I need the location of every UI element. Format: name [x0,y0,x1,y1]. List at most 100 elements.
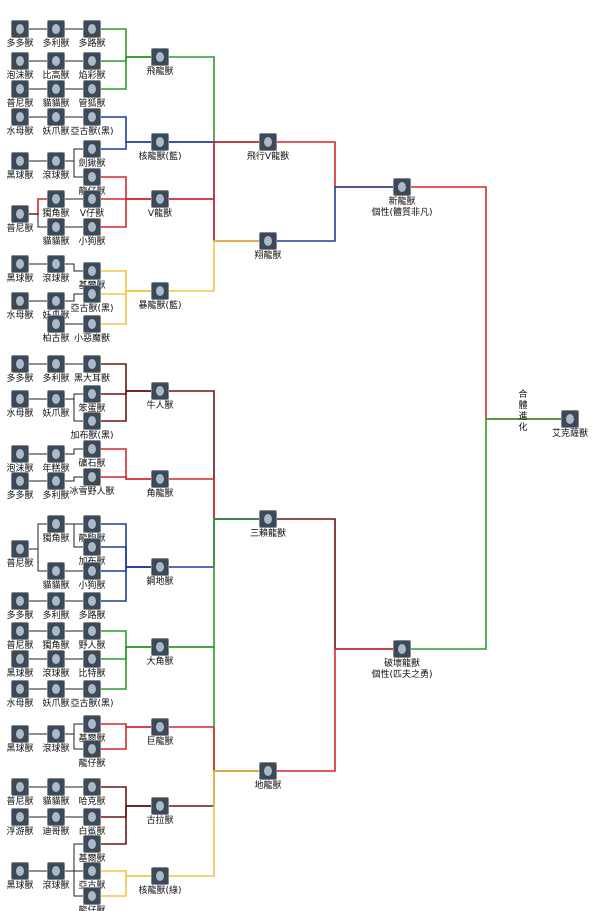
digimon-label: 水母獸 [6,311,34,321]
digimon-label: 三賴龍獸 [249,529,287,539]
digimon-label: 滾球獸 [42,171,70,181]
digimon-label: 妖爪獸 [42,699,70,709]
digimon-label: 焰彩獸 [78,71,106,81]
digimon-label: 比高獸 [42,71,70,81]
digimon-icon [151,867,169,885]
digimon-label: 新龍獸 [388,197,416,207]
digimon-label: 多利獸 [42,39,70,49]
digimon-label: 笨蛋獸 [78,404,106,414]
digimon-label: 暴龍獸(藍) [138,301,182,311]
digimon-label: 亞古獸(黑) [70,127,114,137]
digimon-label: 古拉獸 [146,816,174,826]
digimon-icon [83,650,101,668]
digimon-icon [47,152,65,170]
digimon-label: 野人獸 [78,641,106,651]
digimon-icon [47,52,65,70]
connector-line [101,476,151,480]
digimon-icon [83,592,101,610]
connector-line [65,476,83,482]
digimon-label: 普尼獸 [6,559,34,569]
digimon-icon [83,740,101,758]
digimon-label: 柏古獸 [42,334,70,344]
connector-line [277,186,393,242]
connector-line [29,548,47,572]
connector-line [101,28,151,58]
digimon-icon [11,355,29,373]
digimon-label: 牛人獸 [146,401,174,411]
merge-evolution-label: 合體進化 [518,390,528,433]
digimon-icon [11,445,29,463]
digimon-icon [47,445,65,463]
connector-line [169,518,259,648]
digimon-icon [11,152,29,170]
connector-line [411,418,561,650]
digimon-label: 滾球獸 [42,669,70,679]
digimon-icon [151,382,169,400]
digimon-icon [259,232,277,250]
digimon-label: 貓貓獸 [42,581,70,591]
connector-line [101,390,151,422]
digimon-icon [259,762,277,780]
connector-line [277,518,393,650]
connector-line [101,198,151,228]
digimon-icon [83,412,101,430]
digimon-label: 小狗獸 [78,237,106,247]
digimon-label: 巨龍獸 [146,737,174,747]
digimon-icon [47,592,65,610]
digimon-icon [11,650,29,668]
digimon-label: 黑球獸 [6,274,34,284]
digimon-label: 滾球獸 [42,274,70,284]
connector-line [101,630,151,648]
digimon-label: 普尼獸 [6,641,34,651]
digimon-label: 妖爪獸 [42,409,70,419]
digimon-label: 黑球獸 [6,744,34,754]
digimon-label: 飛龍獸 [146,67,174,77]
digimon-icon [47,390,65,408]
digimon-label: 普尼獸 [6,224,34,234]
digimon-icon [83,355,101,373]
digimon-label: 管狐獸 [78,99,106,109]
digimon-icon [11,862,29,880]
digimon-icon [83,862,101,880]
digimon-icon [83,315,101,333]
connector-line [169,56,259,143]
digimon-label: 小狗獸 [78,581,106,591]
digimon-icon [259,510,277,528]
digimon-label: 滾球獸 [42,881,70,891]
digimon-label: 水母獸 [6,127,34,137]
digimon-icon [47,515,65,533]
digimon-icon [83,80,101,98]
digimon-icon [151,718,169,736]
digimon-label: 貓貓獸 [42,237,70,247]
digimon-icon [47,218,65,236]
digimon-label: 哈克獸 [78,797,106,807]
connector-line [101,786,151,807]
digimon-label: 年糕獸 [42,464,70,474]
digimon-icon [83,562,101,580]
digimon-trait-label: 個性(體質非凡) [371,208,433,218]
digimon-label: 白鯊獸 [78,827,106,837]
connector-line [169,770,259,877]
connector-line [101,646,151,690]
connector-line [101,546,151,568]
digimon-label: 礦石獸 [78,459,106,469]
digimon-label: 龍仔獸 [78,759,106,769]
digimon-label: 多利獸 [42,374,70,384]
digimon-icon [11,108,29,126]
digimon-icon [11,20,29,38]
digimon-icon [83,515,101,533]
digimon-icon [83,190,101,208]
digimon-label: 獨角獸 [42,534,70,544]
digimon-label: 黑大耳獸 [73,374,111,384]
digimon-icon [11,622,29,640]
digimon-icon [47,20,65,38]
connector-line [65,448,83,455]
connector-line [101,875,151,897]
digimon-label: 亞古獸(黑) [70,304,114,314]
digimon-label: 迪哥獸 [42,827,70,837]
digimon-icon [83,468,101,486]
digimon-icon [47,315,65,333]
digimon-icon [83,622,101,640]
digimon-icon [11,255,29,273]
connector-line [101,448,151,480]
